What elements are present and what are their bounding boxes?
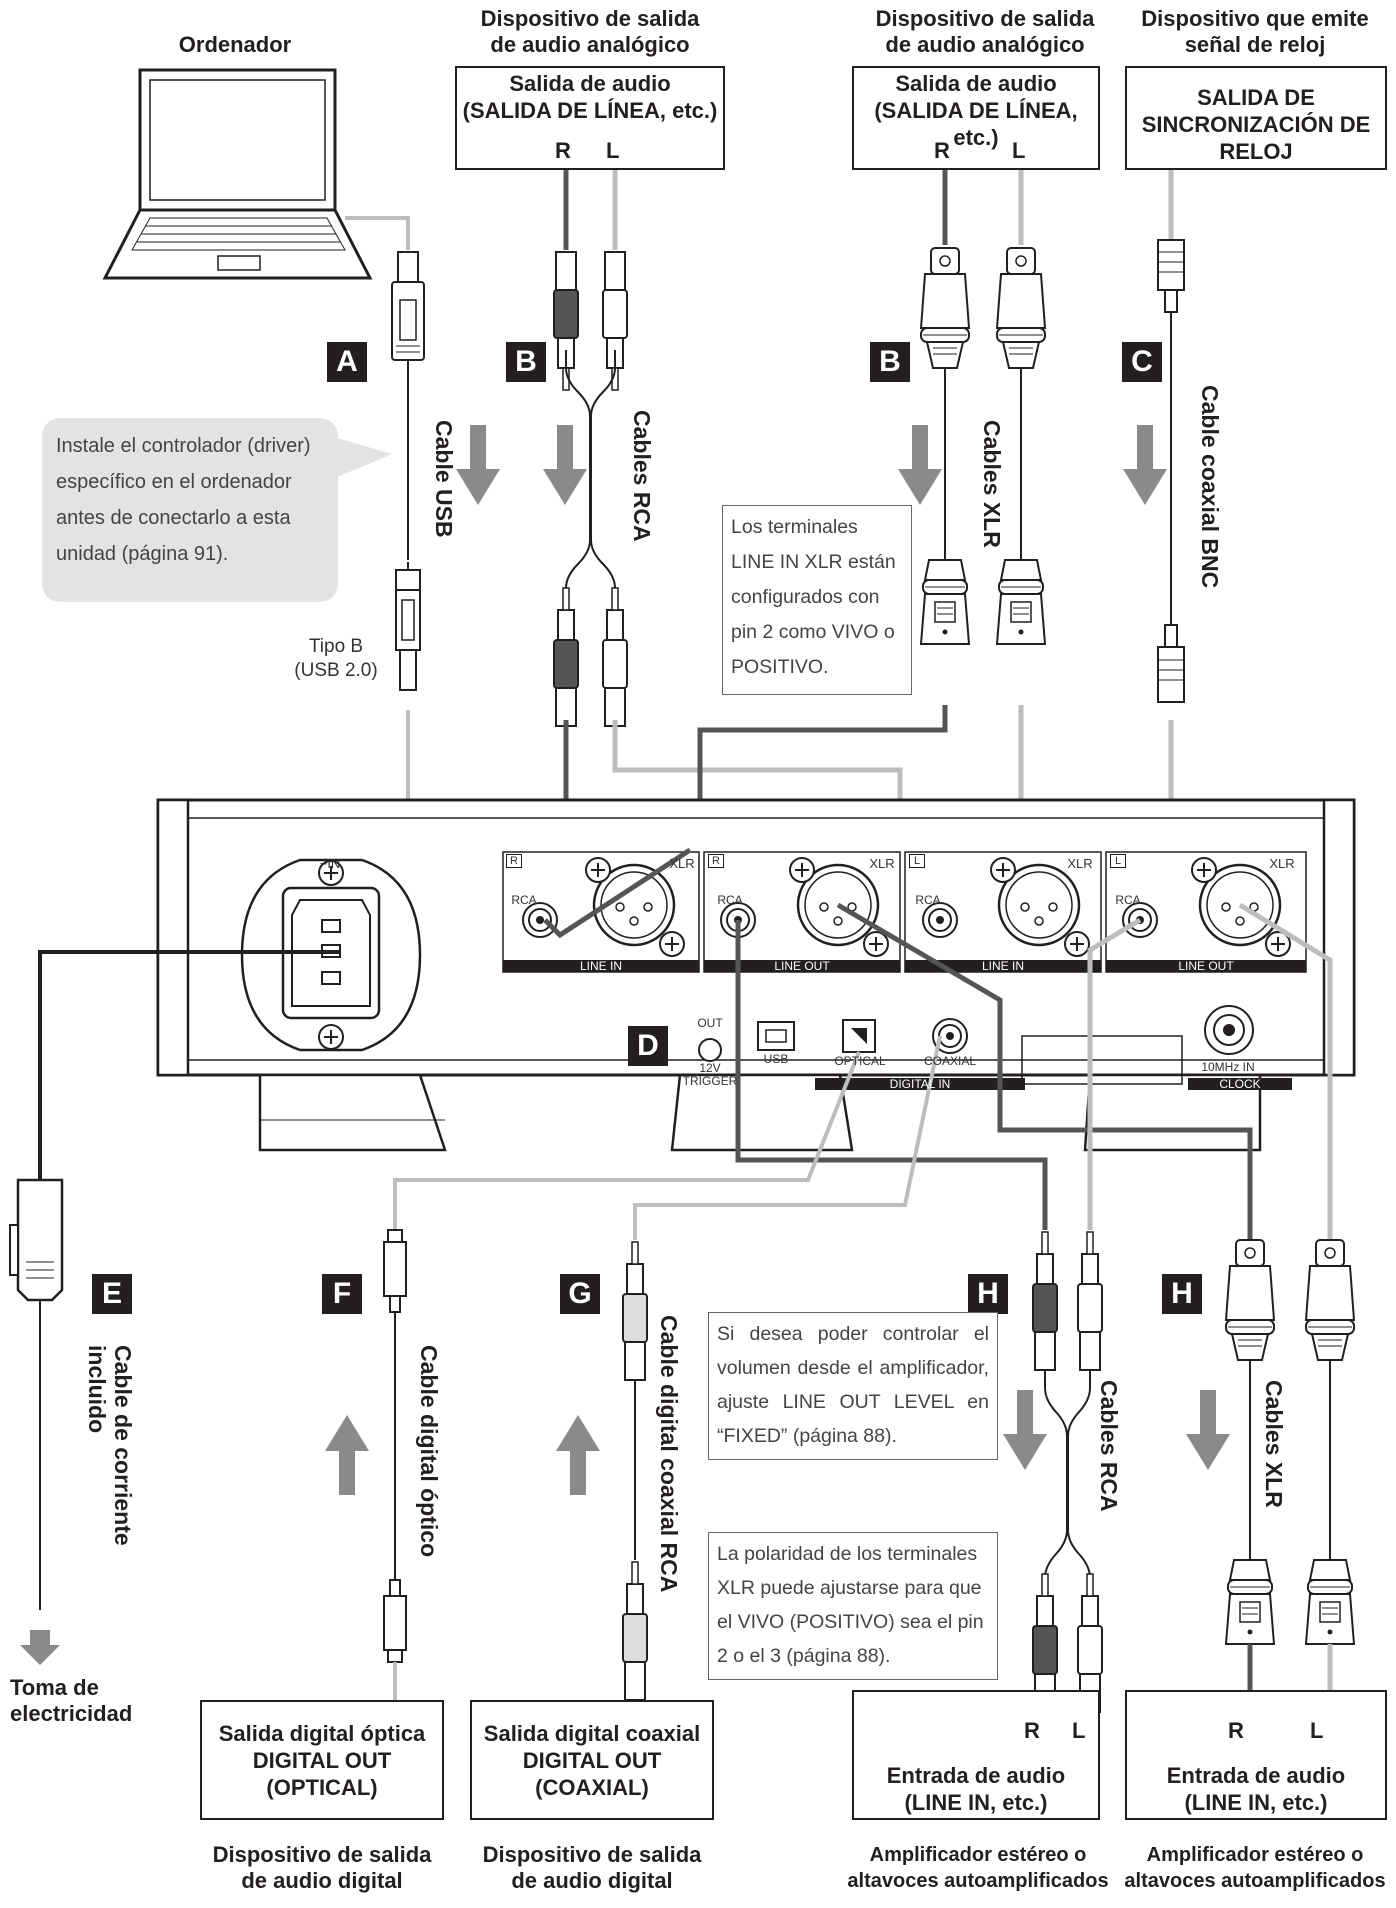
amp-2-footer: Amplificador estéreo o altavoces autoamp… xyxy=(1124,1844,1386,1892)
xlr-out-cables-label: Cables XLR xyxy=(1261,1380,1287,1508)
analog-source-2-header: Dispositivo de salida de audio analógico xyxy=(875,6,1095,57)
usb-type-label: Tipo B (USB 2.0) xyxy=(294,636,378,681)
panel-xlr-label-3: XLR xyxy=(1067,856,1093,871)
amp-1-footer: Amplificador estéreo o altavoces autoamp… xyxy=(847,1844,1109,1892)
channel-l-label-bottom-2: L xyxy=(1310,1718,1324,1743)
channel-l-label-top-1: L xyxy=(606,138,620,163)
panel-r-label-2: R xyxy=(708,854,724,868)
channel-r-label-top-2: R xyxy=(934,138,950,163)
coaxial-device-footer: Dispositivo de salida de audio digital xyxy=(482,1842,702,1893)
coaxial-cable-label: Cable digital coaxial RCA xyxy=(656,1315,682,1593)
tag-g: G xyxy=(560,1274,600,1314)
line-out-label-2: LINE OUT xyxy=(1178,959,1234,973)
xlr-in-cables-label: Cables XLR xyxy=(979,420,1005,548)
optical-output-box xyxy=(200,1700,444,1820)
clock-output-box-label: SALIDA DE SINCRONIZACIÓN DE RELOJ xyxy=(1141,85,1371,164)
optical-output-box-label: Salida digital óptica DIGITAL OUT (OPTIC… xyxy=(218,1721,426,1800)
analog-output-box-2-label: Salida de audio (SALIDA DE LÍNEA, etc.) xyxy=(874,71,1078,150)
clock-source-header: Dispositivo que emite señal de reloj xyxy=(1141,6,1369,57)
usb-a-plug xyxy=(391,251,425,361)
channel-l-label-top-2: L xyxy=(1012,138,1026,163)
clock-label: CLOCK xyxy=(1219,1077,1261,1091)
coaxial-output-box xyxy=(470,1700,714,1820)
analog-output-box-1 xyxy=(455,66,725,170)
usb-port-label: USB xyxy=(763,1052,789,1066)
channel-l-label-bottom-1: L xyxy=(1072,1718,1086,1743)
panel-r-label-1: R xyxy=(506,854,522,868)
optical-port-label: OPTICAL xyxy=(834,1054,886,1068)
driver-note: Instale el controlador (driver) específi… xyxy=(42,418,338,602)
panel-l-label-2: L xyxy=(1110,854,1126,868)
laptop-illustration xyxy=(102,68,373,280)
panel-rca-label-4: RCA xyxy=(1115,893,1141,907)
amp-input-box-2 xyxy=(1125,1690,1387,1820)
bnc-plug-top xyxy=(1157,239,1185,313)
bnc-cable-label: Cable coaxial BNC xyxy=(1197,385,1223,589)
amp-input-box-1-label: Entrada de audio (LINE IN, etc.) xyxy=(886,1763,1066,1815)
analog-source-1-header: Dispositivo de salida de audio analógico xyxy=(480,6,700,57)
power-plug xyxy=(9,1178,64,1302)
trigger-label: 12V TRIGGER xyxy=(682,1061,738,1088)
coaxial-output-box-label: Salida digital coaxial DIGITAL OUT (COAX… xyxy=(483,1721,701,1800)
polarity-note: La polaridad de los terminales XLR puede… xyxy=(708,1532,998,1680)
panel-rca-label-1: RCA xyxy=(511,893,537,907)
panel-xlr-label-4: XLR xyxy=(1269,856,1295,871)
line-in-label-1: LINE IN xyxy=(579,959,622,973)
tag-e: E xyxy=(92,1274,132,1314)
clock-output-box xyxy=(1125,66,1387,170)
usb-b-plug xyxy=(395,569,421,691)
tag-b-xlr: B xyxy=(870,342,910,382)
volume-note: Si desea poder controlar el volumen desd… xyxy=(708,1312,998,1460)
channel-r-label-bottom-2: R xyxy=(1228,1718,1244,1743)
power-cable-label: Cable de corriente incluido xyxy=(84,1345,136,1546)
amp-input-box-2-label: Entrada de audio (LINE IN, etc.) xyxy=(1166,1763,1346,1815)
tag-f: F xyxy=(322,1274,362,1314)
channel-r-label-top-1: R xyxy=(555,138,571,163)
channel-r-label-bottom-1: R xyxy=(1024,1718,1040,1743)
tag-c: C xyxy=(1122,342,1162,382)
trigger-out-label: OUT xyxy=(697,1016,723,1030)
computer-header: Ordenador xyxy=(178,32,292,57)
analog-output-box-2 xyxy=(852,66,1100,170)
tag-h-xlr: H xyxy=(1162,1274,1202,1314)
line-out-label-1: LINE OUT xyxy=(774,959,830,973)
rear-panel xyxy=(156,798,1356,1152)
optical-plug-bottom xyxy=(383,1579,407,1663)
rca-out-cables-label: Cables RCA xyxy=(1096,1380,1122,1512)
ac-in-label: ~IN xyxy=(319,856,341,871)
panel-rca-label-2: RCA xyxy=(717,893,743,907)
line-in-label-2: LINE IN xyxy=(981,959,1024,973)
panel-l-label-1: L xyxy=(909,854,925,868)
optical-cable-label: Cable digital óptico xyxy=(416,1345,442,1558)
panel-xlr-label-2: XLR xyxy=(869,856,895,871)
xlr-in-note: Los terminales LINE IN XLR están configu… xyxy=(722,505,912,695)
bnc-plug-bottom xyxy=(1157,624,1185,703)
optical-plug-top xyxy=(383,1229,407,1313)
tag-b-rca: B xyxy=(506,342,546,382)
digital-in-label: DIGITAL IN xyxy=(889,1077,951,1091)
panel-xlr-label-1: XLR xyxy=(669,856,695,871)
tag-d: D xyxy=(628,1026,668,1066)
coaxial-port-label: COAXIAL xyxy=(923,1054,977,1068)
rca-in-cables-label: Cables RCA xyxy=(629,410,655,542)
tag-h-rca: H xyxy=(968,1274,1008,1314)
analog-output-box-1-label: Salida de audio (SALIDA DE LÍNEA, etc.) xyxy=(462,71,718,123)
outlet-label: Toma de electricidad xyxy=(10,1675,133,1726)
panel-rca-label-3: RCA xyxy=(915,893,941,907)
usb-cable-label: Cable USB xyxy=(431,420,457,538)
clock-in-label: 10MHz IN xyxy=(1201,1060,1255,1074)
amp-input-box-1 xyxy=(852,1690,1100,1820)
tag-a: A xyxy=(327,342,367,382)
optical-device-footer: Dispositivo de salida de audio digital xyxy=(212,1842,432,1893)
